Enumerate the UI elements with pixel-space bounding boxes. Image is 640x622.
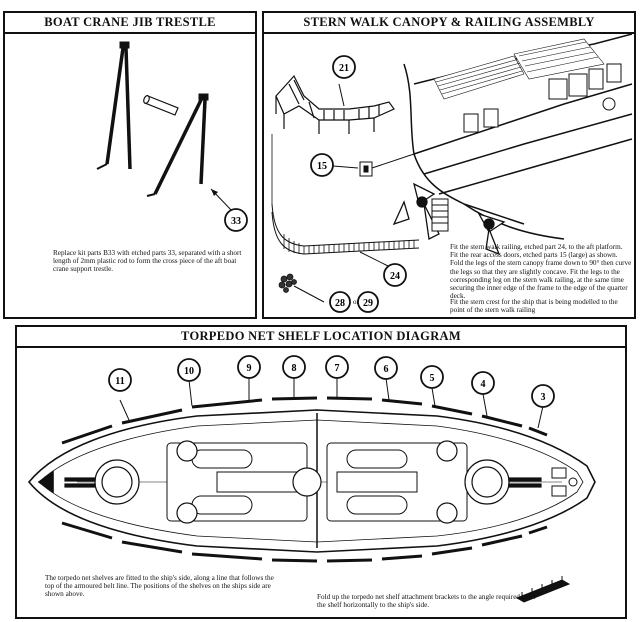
trestle-left <box>96 41 132 170</box>
stern-walk-title: STERN WALK CANOPY & RAILING ASSEMBLY <box>264 13 634 34</box>
stern-door <box>431 198 449 232</box>
svg-text:15: 15 <box>317 161 327 172</box>
ship-superstructure <box>166 442 468 522</box>
callout-33: 33 <box>224 208 248 232</box>
jib-trestle-drawing: 33 <box>96 41 248 232</box>
svg-text:21: 21 <box>339 63 349 74</box>
net-shelves-bottom <box>61 521 548 563</box>
stern-walk-drawing: 21 15 <box>271 34 633 313</box>
callout-11: 11 <box>115 376 124 387</box>
callout-5: 5 <box>430 373 435 384</box>
trestle-right <box>146 93 209 197</box>
stern-walk-panel: STERN WALK CANOPY & RAILING ASSEMBLY <box>262 11 636 319</box>
shelf-bracket-detail <box>515 576 571 603</box>
stern-crest <box>278 273 297 293</box>
torpedo-callouts <box>108 355 555 429</box>
callout-24: 24 <box>383 263 407 287</box>
torpedo-note-right: Fold up the torpedo net shelf attachment… <box>317 593 536 610</box>
ship-turrets <box>64 440 542 524</box>
callout-3: 3 <box>541 392 546 403</box>
quarter-deck <box>433 38 605 100</box>
canopy-frame <box>275 74 395 134</box>
callout-6: 6 <box>384 364 389 375</box>
callout-21: 21 <box>332 55 356 79</box>
callout-9: 9 <box>247 363 252 374</box>
torpedo-net-title: TORPEDO NET SHELF LOCATION DIAGRAM <box>17 327 625 348</box>
crest-or-label: or <box>353 298 360 306</box>
jib-trestle-title: BOAT CRANE JIB TRESTLE <box>5 13 255 34</box>
callout-28: 28 <box>329 291 351 313</box>
torpedo-callout-labels: 11 10 9 8 7 6 5 4 3 <box>115 363 545 403</box>
callout-15: 15 <box>310 153 334 177</box>
callout-4: 4 <box>481 379 486 390</box>
stern-superstructure <box>463 63 622 133</box>
stern-walk-note-2: Fit the stern crest for the ship that is… <box>450 298 618 315</box>
callout-29: 29 <box>357 291 379 313</box>
stern-walk-note-1: Fit the stern walk railing, etched part … <box>450 243 632 301</box>
torpedo-net-panel: TORPEDO NET SHELF LOCATION DIAGRAM <box>15 325 627 619</box>
torpedo-net-drawing: 11 10 9 8 7 6 5 4 3 <box>27 355 596 603</box>
net-shelves-top <box>61 396 548 445</box>
callout-7: 7 <box>335 363 340 374</box>
svg-text:29: 29 <box>363 298 373 309</box>
jib-trestle-note: Replace kit parts B33 with etched parts … <box>53 249 242 274</box>
jib-trestle-panel: BOAT CRANE JIB TRESTLE 33 <box>3 11 257 319</box>
callout-10: 10 <box>184 366 194 377</box>
bow-fittings <box>551 467 578 497</box>
callout-8: 8 <box>292 363 297 374</box>
plastic-rod <box>143 95 179 116</box>
svg-text:33: 33 <box>231 216 241 227</box>
railing-stanchions <box>271 134 415 254</box>
access-door-part <box>359 161 373 177</box>
svg-text:28: 28 <box>335 298 345 309</box>
torpedo-note-left: The torpedo net shelves are fitted to th… <box>45 574 274 599</box>
svg-text:24: 24 <box>390 271 400 282</box>
